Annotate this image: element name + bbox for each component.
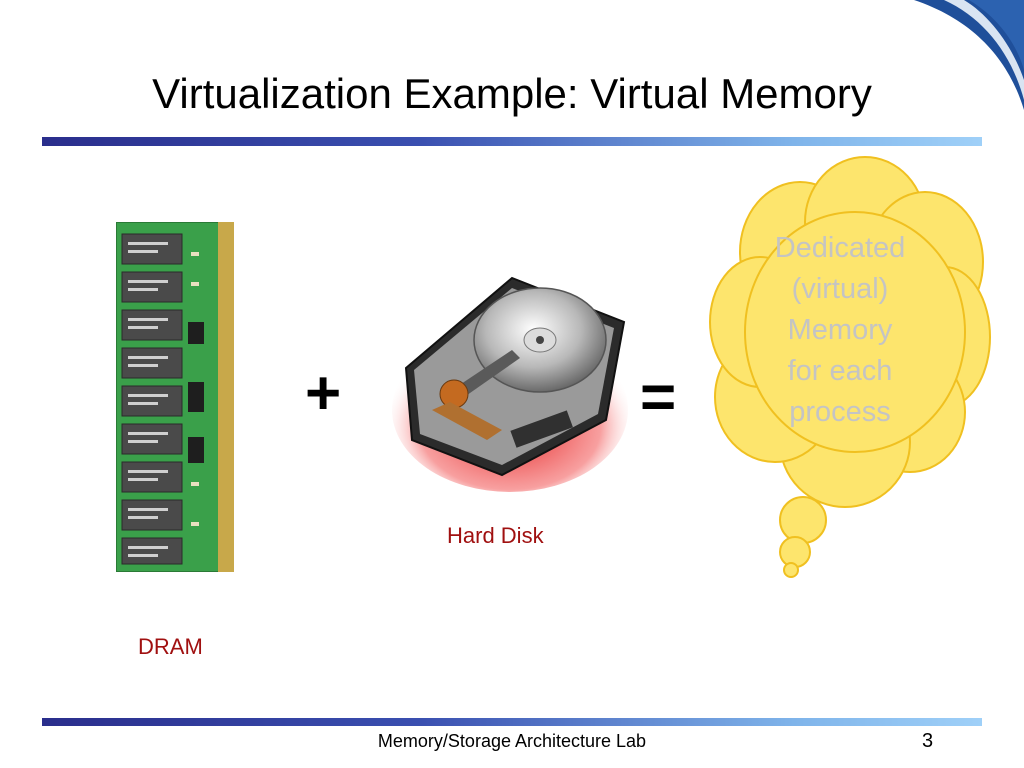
footer-text: Memory/Storage Architecture Lab — [377, 731, 647, 751]
cloud-line: process — [789, 396, 891, 428]
footer-divider — [42, 718, 982, 726]
dram-stick-icon — [116, 222, 234, 572]
hard-disk-label: Hard Disk — [447, 523, 544, 548]
hard-disk-icon — [392, 276, 628, 492]
cloud-line: Memory — [787, 314, 893, 346]
title-divider — [42, 137, 982, 146]
cloud-text: Dedicated (virtual) Memory for each proc… — [740, 228, 940, 433]
cloud-line: for each — [787, 355, 893, 387]
equals-symbol: = — [640, 363, 677, 432]
plus-symbol: + — [305, 359, 342, 428]
cloud-line: (virtual) — [791, 273, 889, 305]
cloud-line: Dedicated — [774, 232, 906, 264]
dram-label: DRAM — [138, 634, 203, 659]
slide-title: Virtualization Example: Virtual Memory — [152, 70, 872, 117]
thought-cloud-icon — [709, 156, 991, 578]
page-number: 3 — [922, 730, 934, 752]
corner-swoosh-icon — [914, 0, 1024, 110]
